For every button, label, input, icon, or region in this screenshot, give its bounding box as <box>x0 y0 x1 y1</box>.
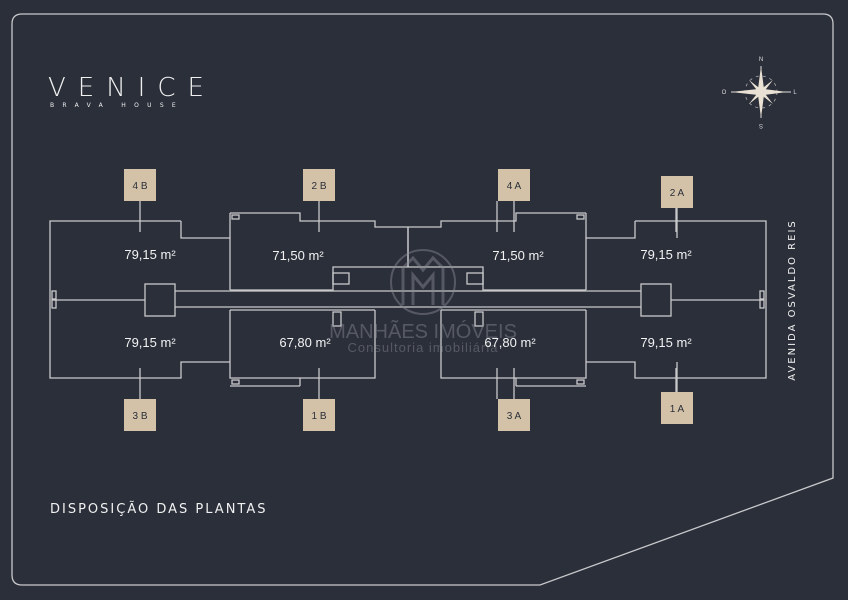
brand-subtitle: BRAVA HOUSE <box>50 102 184 109</box>
unit-3a: 3 A 67,80 m² <box>484 335 536 431</box>
unit-4a: 4 A 71,50 m² <box>492 169 544 263</box>
compass-rose-icon: N S L O <box>722 57 798 128</box>
unit-area: 67,80 m² <box>279 335 331 350</box>
compass-west: O <box>722 90 727 96</box>
compass-east: L <box>793 90 797 96</box>
section-title: DISPOSIÇÃO DAS PLANTAS <box>50 501 268 517</box>
street-name: AVENIDA OSVALDO REIS <box>787 219 798 380</box>
unit-area: 71,50 m² <box>492 248 544 263</box>
brand-name: VENICE <box>48 73 216 103</box>
unit-label: 4 A <box>507 181 522 192</box>
lot-boundary <box>11 13 834 586</box>
unit-area: 79,15 m² <box>124 247 176 262</box>
floor-plan-right <box>407 200 767 400</box>
watermark-tagline: Consultoria imobiliária <box>348 340 499 355</box>
unit-4b: 4 B 79,15 m² <box>124 169 176 262</box>
unit-2b: 2 B 71,50 m² <box>272 169 335 263</box>
unit-label: 1 A <box>670 404 685 415</box>
floor-plan-left <box>49 201 409 399</box>
unit-area: 79,15 m² <box>640 335 692 350</box>
unit-3b: 3 B 79,15 m² <box>124 335 176 431</box>
unit-1b: 1 B 67,80 m² <box>279 335 335 431</box>
watermark-name: MANHÃES IMÓVEIS <box>329 319 517 343</box>
unit-1a: 1 A 79,15 m² <box>640 335 693 424</box>
unit-label: 4 B <box>132 181 147 192</box>
unit-label: 2 B <box>311 181 326 192</box>
compass-north: N <box>759 57 763 63</box>
unit-2a: 2 A 79,15 m² <box>640 176 693 262</box>
unit-label: 1 B <box>311 411 326 422</box>
unit-label: 3 A <box>507 411 522 422</box>
watermark-logo: MANHÃES IMÓVEIS Consultoria imobiliária <box>329 249 517 355</box>
unit-label: 3 B <box>132 411 147 422</box>
unit-area: 79,15 m² <box>640 247 692 262</box>
unit-area: 67,80 m² <box>484 335 536 350</box>
compass-south: S <box>759 122 763 128</box>
unit-area: 79,15 m² <box>124 335 176 350</box>
unit-label: 2 A <box>670 188 685 199</box>
unit-area: 71,50 m² <box>272 248 324 263</box>
